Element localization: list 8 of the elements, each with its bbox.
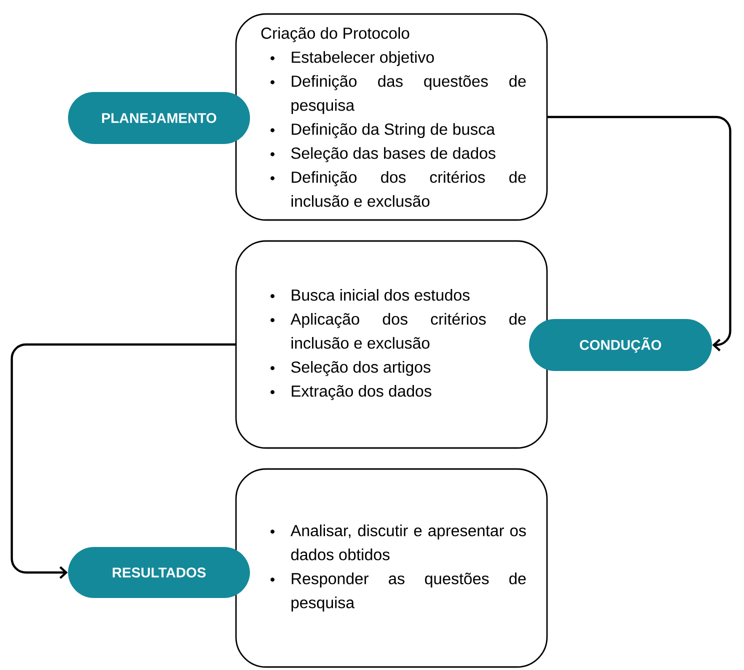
stage-pill: PLANEJAMENTO [68,92,250,144]
arrow [10,343,236,579]
rounded-box: Criação do Protocolo Estabelecer objetivo Definição das questões de pesquisa Definição da String de busca Seleção das bases de dados Definição dos critérios de inclusão e exclusão [235,13,548,221]
stage-pill: RESULTADOS [68,547,250,598]
arrow [547,116,732,352]
rounded-box: Analisar, discutir e apresentar os dados obtidos Responder as questões de pesquisa [235,468,548,668]
stage-pill: CONDUÇÃO [529,319,712,371]
rounded-box: Busca inicial dos estudos Aplicação dos critérios de inclusão e exclusão Seleção dos artigos Extração dos dados [235,240,548,449]
